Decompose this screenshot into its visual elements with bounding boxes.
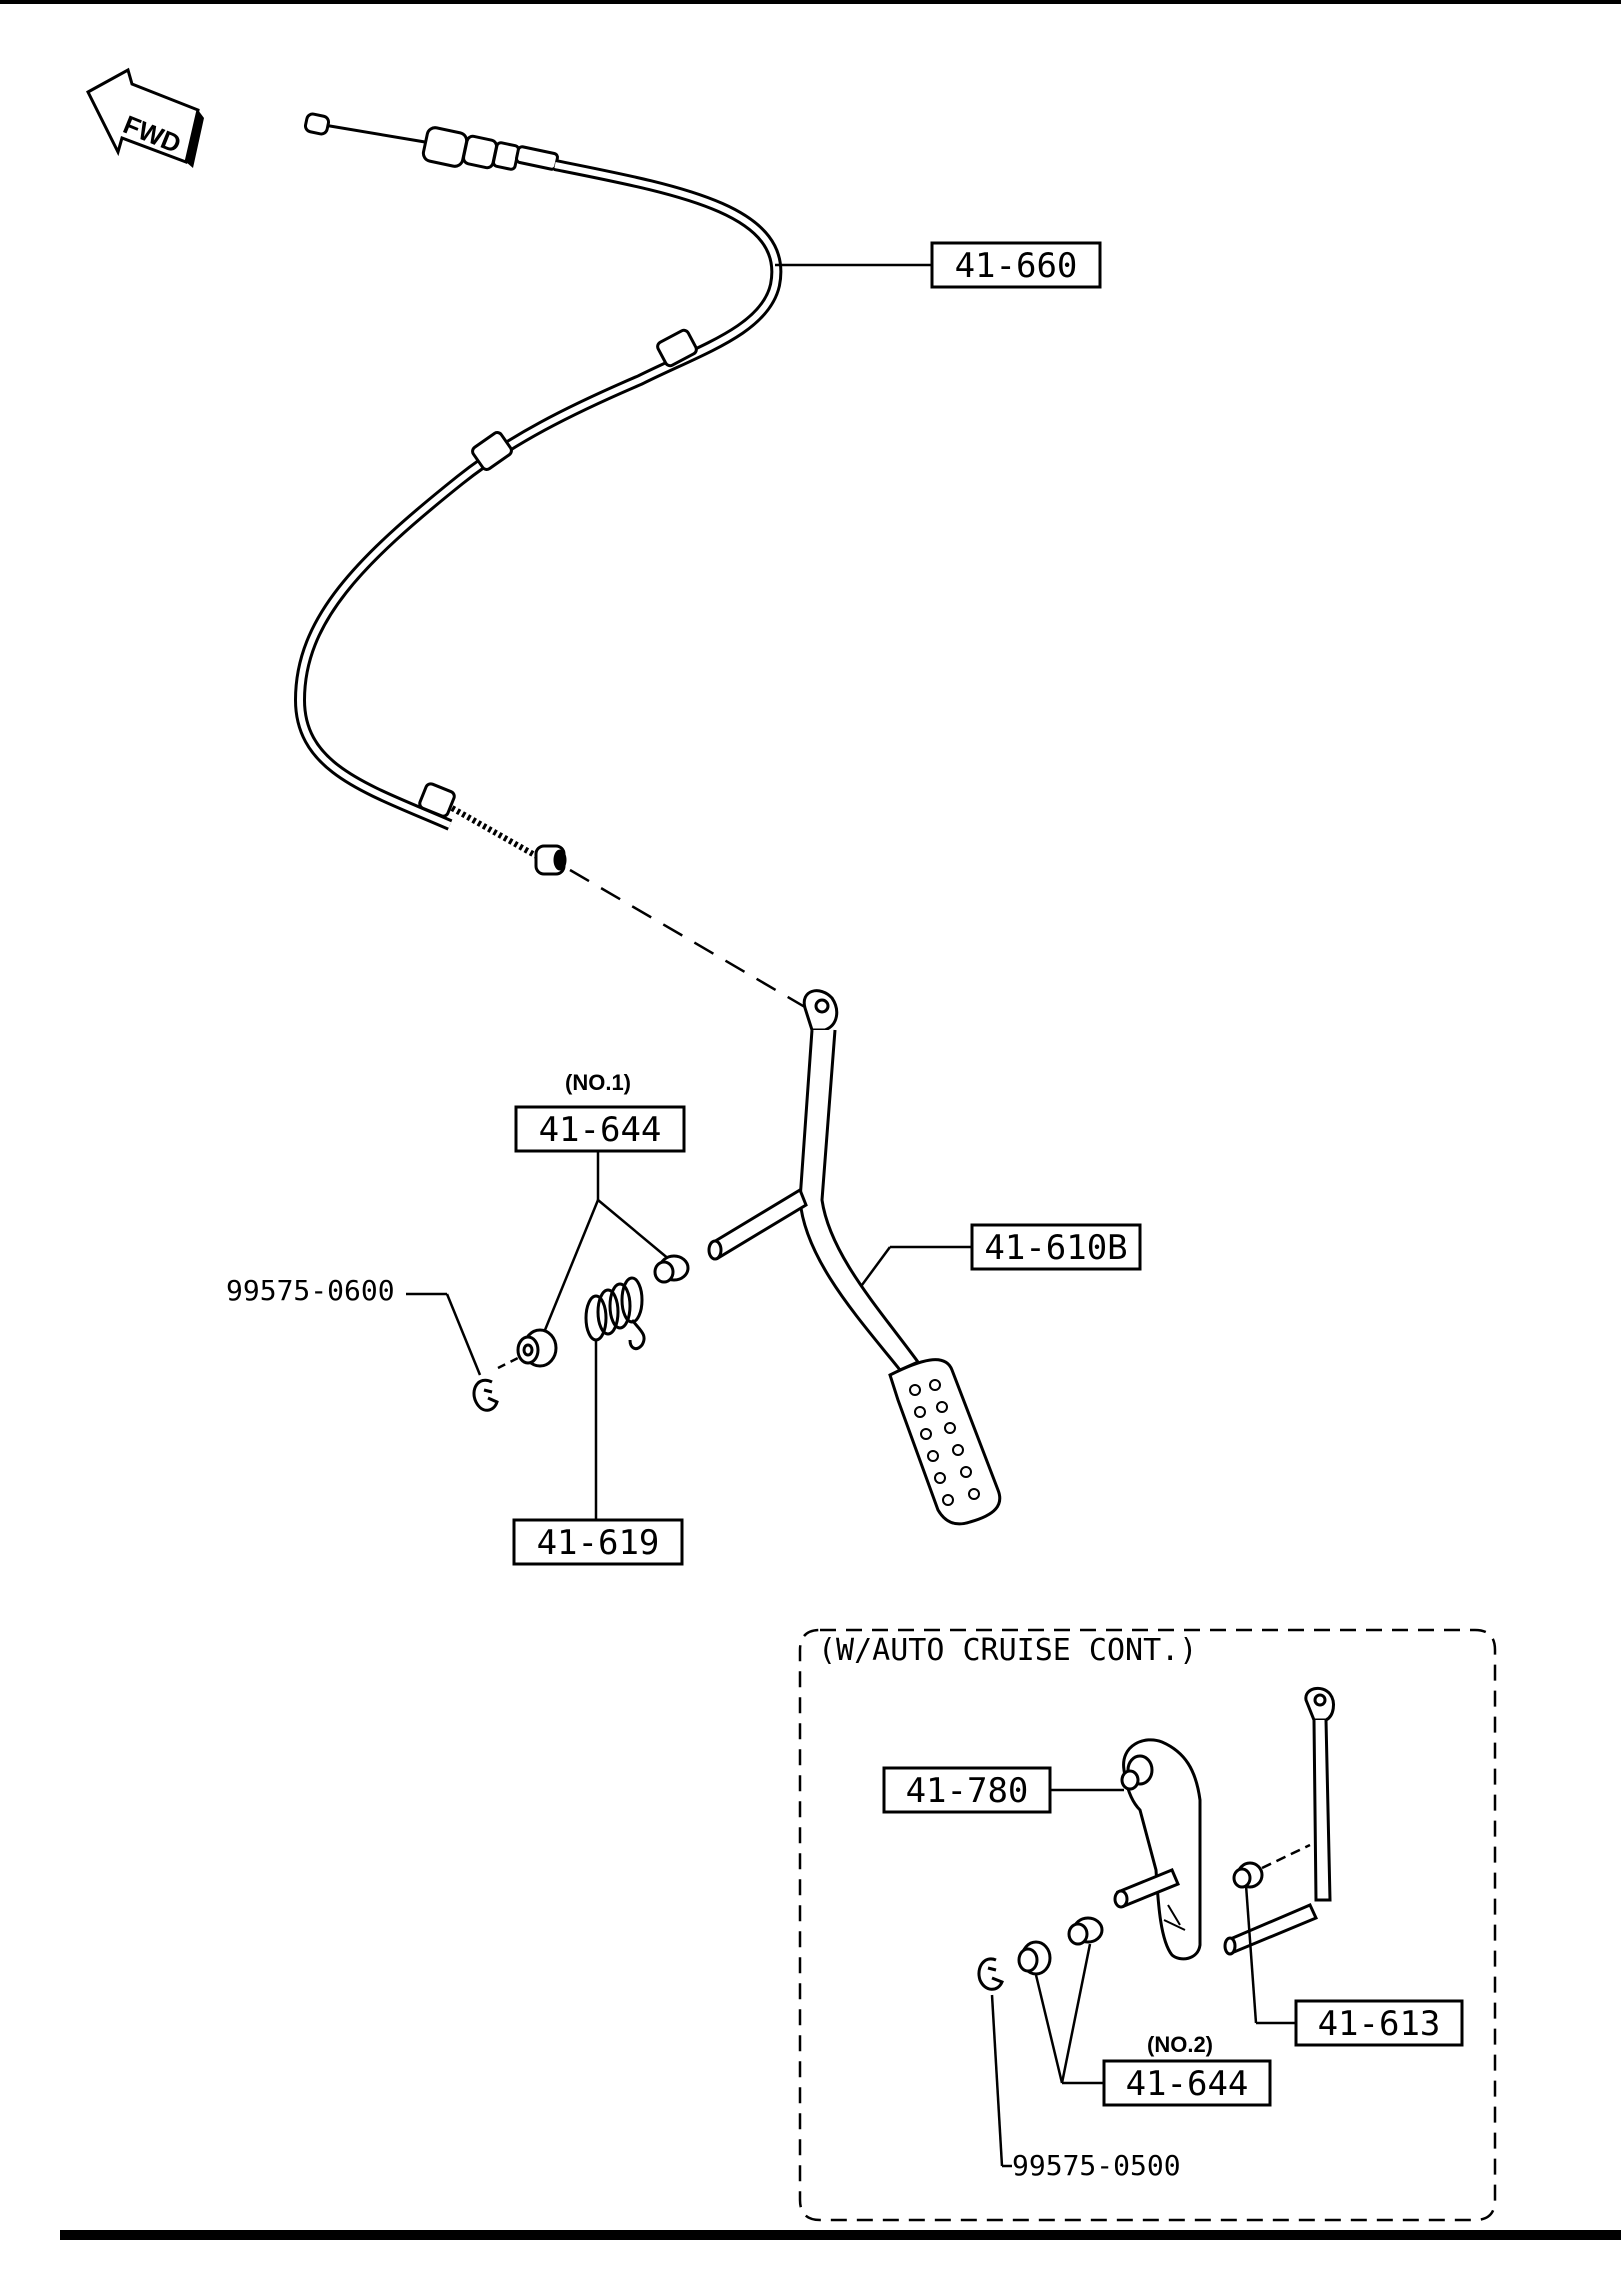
callout-clip-inset: 99575-0500 <box>1012 2149 1181 2182</box>
callout-spring: 41-619 <box>537 1523 660 1563</box>
inset-title: (W/AUTO CRUISE CONT.) <box>818 1633 1197 1668</box>
callout-box-bushing-no2 <box>1102 2059 1272 2107</box>
note-no2: (NO.2) <box>1147 2032 1213 2057</box>
inset-border <box>798 1628 1497 2222</box>
inset-e-clip <box>977 1957 1004 1991</box>
inset-bushing-a <box>1017 1940 1052 1976</box>
fwd-arrow-icon: FWD <box>86 67 204 168</box>
return-spring <box>584 1276 646 1351</box>
inset-pin <box>1223 1861 1319 1956</box>
pedal-pad-holes <box>909 1379 980 1506</box>
callout-pin: 41-613 <box>1318 2004 1441 2044</box>
callout-box-spring <box>512 1518 684 1566</box>
e-clip-main <box>472 1378 499 1412</box>
callout-lever: 41-780 <box>906 1771 1029 1811</box>
accelerator-pedal <box>707 989 1002 1526</box>
callout-bushing-no1: 41-644 <box>539 1110 662 1150</box>
cable-pedal-leader <box>569 868 811 1012</box>
callout-box-cable <box>930 241 1102 289</box>
inset-lever <box>1113 1738 1202 1961</box>
callout-clip-main: 99575-0600 <box>226 1274 395 1307</box>
inset-bushing-b <box>1067 1916 1104 1946</box>
callout-box-pedal <box>970 1223 1142 1271</box>
callout-box-pin <box>1294 1999 1464 2047</box>
accelerator-cable <box>293 112 783 876</box>
callout-bushing-no2: 41-644 <box>1126 2064 1249 2104</box>
bushing-no1-b <box>653 1254 690 1284</box>
callout-cable: 41-660 <box>955 246 1078 286</box>
inset-pedal-arm <box>1304 1686 1335 1902</box>
callout-pedal: 41-610B <box>984 1228 1127 1268</box>
bushing-no1-a <box>516 1328 558 1368</box>
callout-box-lever <box>882 1766 1052 1814</box>
note-no1: (NO.1) <box>565 1070 631 1095</box>
callout-box-bushing-no1 <box>514 1105 686 1153</box>
